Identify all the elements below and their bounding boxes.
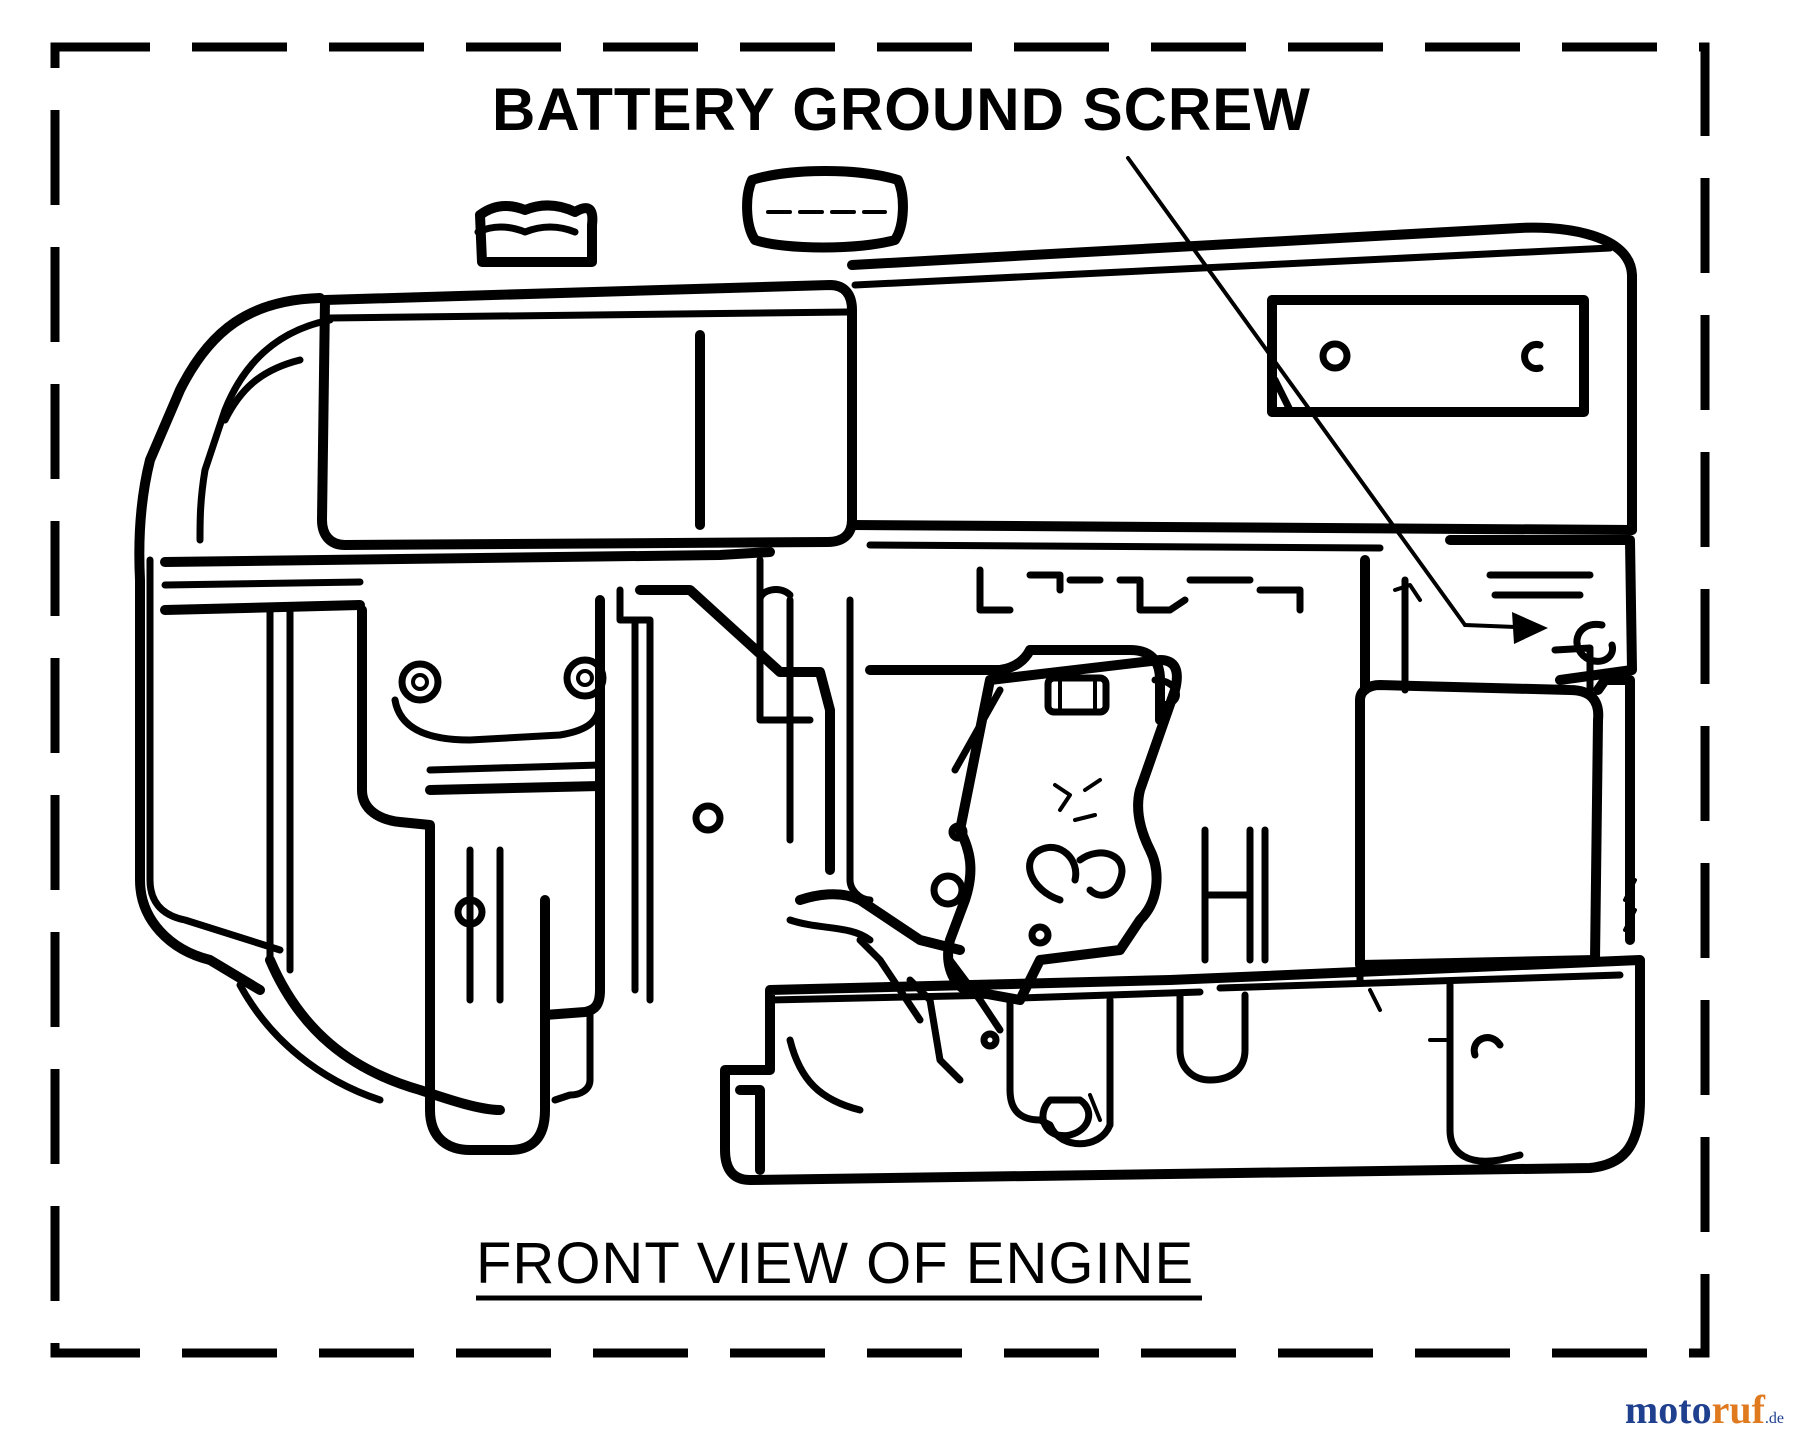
watermark-logo: motoruf.de: [1625, 1390, 1784, 1430]
watermark-brand-main: moto: [1624, 1387, 1712, 1432]
upper-housing: [847, 222, 1637, 535]
ground-screw: [1573, 621, 1616, 665]
caption-label: FRONT VIEW OF ENGINE: [476, 1231, 1194, 1296]
watermark-brand-tld: .de: [1764, 1410, 1784, 1427]
arrowhead-icon: [1512, 612, 1548, 644]
engine-drawing: [134, 166, 1645, 1185]
nameplate: [1267, 295, 1589, 417]
fuel-tank: [317, 280, 857, 550]
dashed-frame: [50, 42, 1710, 1358]
crankcase: [720, 955, 1645, 1185]
starter-motor: [1355, 680, 1604, 970]
watermark-brand-accent: ruf: [1711, 1387, 1765, 1432]
callout-label: BATTERY GROUND SCREW: [492, 76, 1311, 143]
fuel-cap: [475, 200, 598, 267]
carburetor-block: [357, 605, 550, 1155]
leader-line: [1126, 156, 1548, 644]
oil-cap: [742, 166, 908, 253]
